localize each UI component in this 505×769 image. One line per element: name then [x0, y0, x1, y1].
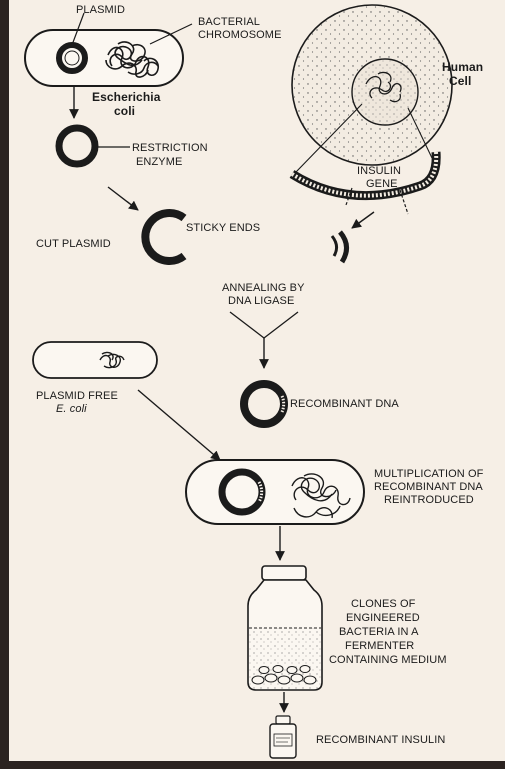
- label-cell: Cell: [449, 74, 471, 88]
- label-multiplication-recombinant: RECOMBINANT DNA: [374, 481, 483, 494]
- label-annealing: ANNEALING BY: [222, 282, 305, 295]
- human-cell: [292, 5, 452, 165]
- label-multiplication: MULTIPLICATION OF: [374, 468, 483, 481]
- label-e-coli: E. coli: [56, 403, 87, 416]
- label-bacteria-in-a: BACTERIA IN A: [339, 626, 419, 639]
- label-enzyme: ENZYME: [136, 156, 182, 169]
- insulin-vial: [270, 716, 296, 758]
- label-containing-medium: CONTAINING MEDIUM: [329, 654, 447, 667]
- label-recombinant-insulin: RECOMBINANT INSULIN: [316, 734, 445, 747]
- label-insulin: INSULIN: [357, 165, 401, 178]
- label-plasmid-free: PLASMID FREE: [36, 390, 118, 403]
- label-clones-of: CLONES OF: [351, 598, 415, 611]
- label-bacterial: BACTERIAL: [198, 16, 260, 29]
- label-engineered: ENGINEERED: [346, 612, 420, 625]
- label-reintroduced: REINTRODUCED: [384, 494, 474, 507]
- insulin-gene-fragment: [340, 232, 347, 262]
- recombinant-plasmid: [244, 384, 284, 424]
- label-plasmid: PLASMID: [76, 4, 125, 17]
- label-coli: coli: [114, 104, 135, 118]
- recombinant-bacterium: [186, 460, 364, 524]
- label-recombinant-dna: RECOMBINANT DNA: [290, 398, 399, 411]
- plasmid-free-ecoli: [33, 342, 157, 378]
- label-gene: GENE: [366, 178, 398, 191]
- ecoli-bacterium: [25, 30, 183, 86]
- label-fermenter: FERMENTER: [345, 640, 414, 653]
- label-chromosome: CHROMOSOME: [198, 29, 282, 42]
- fermenter-jar: [248, 566, 322, 690]
- label-dna-ligase: DNA LIGASE: [228, 295, 294, 308]
- label-escherichia: Escherichia: [92, 90, 160, 104]
- isolated-plasmid: [59, 128, 95, 164]
- cut-plasmid-shape: [145, 213, 184, 261]
- label-cut-plasmid: CUT PLASMID: [36, 238, 111, 251]
- label-restriction: RESTRICTION: [132, 142, 208, 155]
- label-human: Human: [442, 60, 483, 74]
- label-sticky-ends: STICKY ENDS: [186, 222, 260, 235]
